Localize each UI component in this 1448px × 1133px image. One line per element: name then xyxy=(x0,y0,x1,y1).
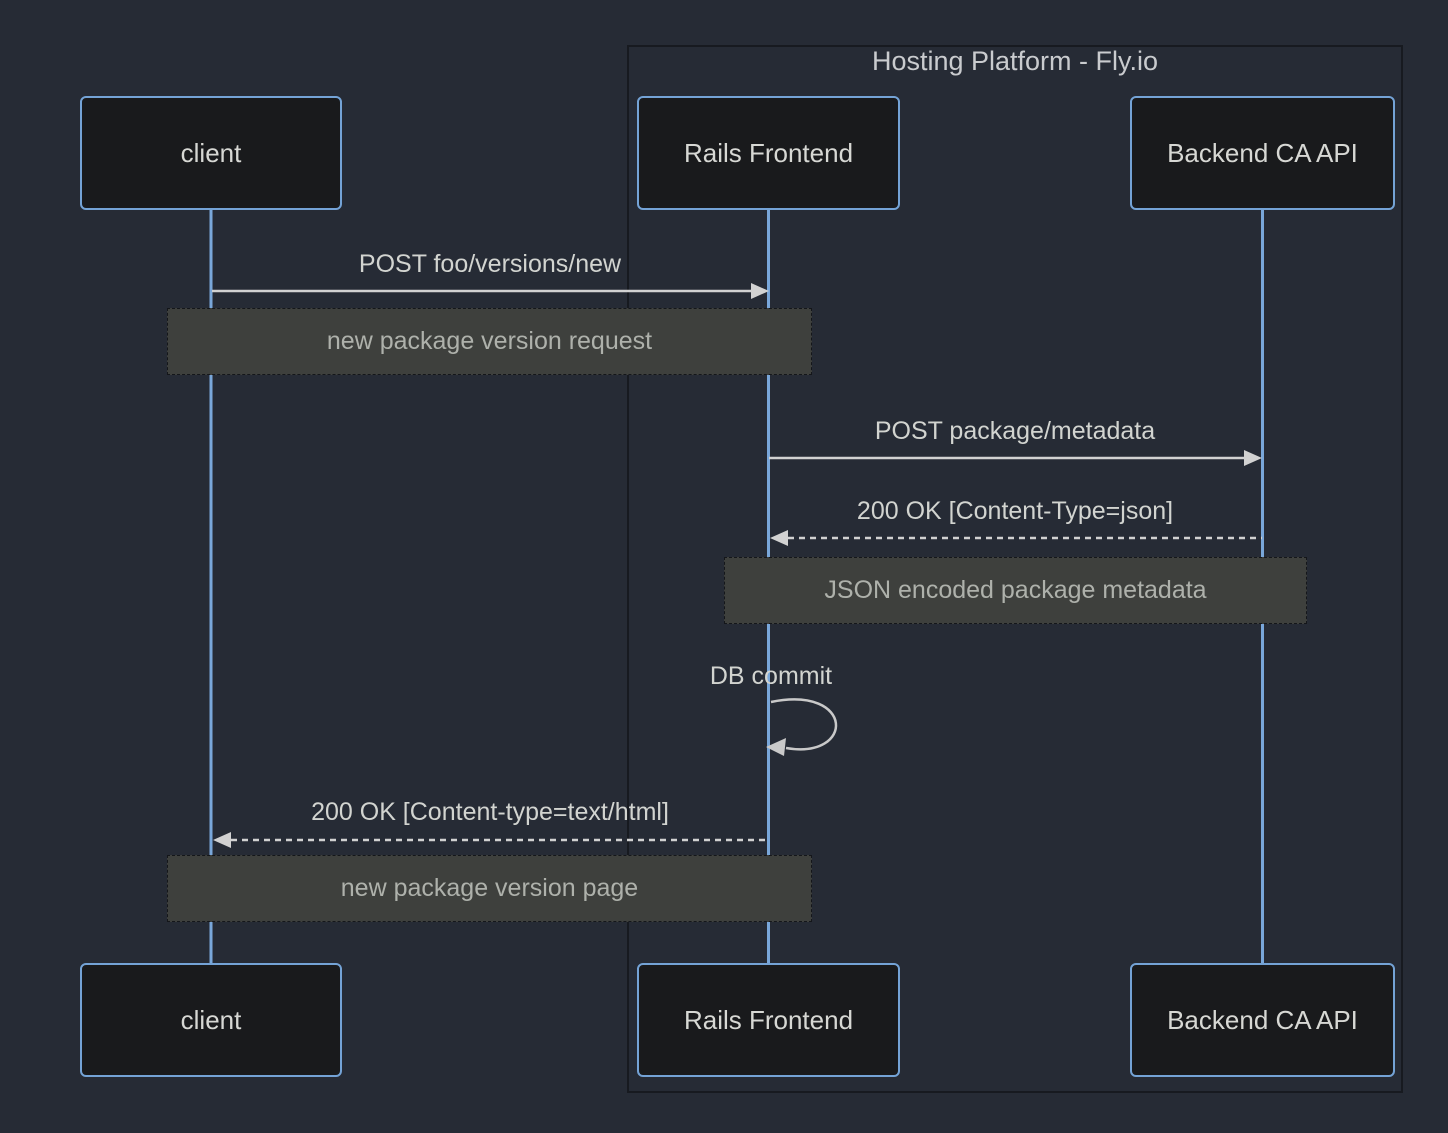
message-200-ok-json: 200 OK [Content-Type=json] xyxy=(856,497,1174,525)
actor-rails-frontend-top: Rails Frontend xyxy=(637,96,900,210)
message-post-package-metadata: POST package/metadata xyxy=(874,417,1156,445)
arrow-html-response-head xyxy=(213,832,231,848)
message-200-ok-html: 200 OK [Content-type=text/html] xyxy=(311,798,669,826)
note-label: new package version request xyxy=(326,327,653,355)
frame-title: Hosting Platform - Fly.io xyxy=(871,46,1159,76)
arrow-metadata-response-head xyxy=(770,530,788,546)
arrow-post-new-version-head xyxy=(751,283,769,299)
actor-backend-ca-api-bottom: Backend CA API xyxy=(1130,963,1395,1077)
actor-label: client xyxy=(180,1004,242,1035)
note-label: JSON encoded package metadata xyxy=(824,576,1207,604)
actor-label: Rails Frontend xyxy=(683,137,854,168)
arrow-db-commit-loop xyxy=(770,698,838,751)
hosting-platform-frame xyxy=(627,45,1403,1093)
actor-backend-ca-api-top: Backend CA API xyxy=(1130,96,1395,210)
arrow-db-commit-head xyxy=(766,738,786,756)
actor-label: Rails Frontend xyxy=(683,1004,854,1035)
note-new-package-version-page: new package version page xyxy=(167,855,812,922)
note-json-encoded-package-metadata: JSON encoded package metadata xyxy=(724,557,1307,624)
actor-client-top: client xyxy=(80,96,342,210)
message-db-commit: DB commit xyxy=(709,662,833,690)
message-post-foo-versions-new: POST foo/versions/new xyxy=(358,250,622,278)
arrow-post-metadata-head xyxy=(1244,450,1262,466)
actor-label: Backend CA API xyxy=(1167,1004,1358,1035)
actor-client-bottom: client xyxy=(80,963,342,1077)
note-new-package-version-request: new package version request xyxy=(167,308,812,375)
actor-label: Backend CA API xyxy=(1167,137,1358,168)
actor-rails-frontend-bottom: Rails Frontend xyxy=(637,963,900,1077)
actor-label: client xyxy=(180,137,242,168)
note-label: new package version page xyxy=(340,874,639,902)
